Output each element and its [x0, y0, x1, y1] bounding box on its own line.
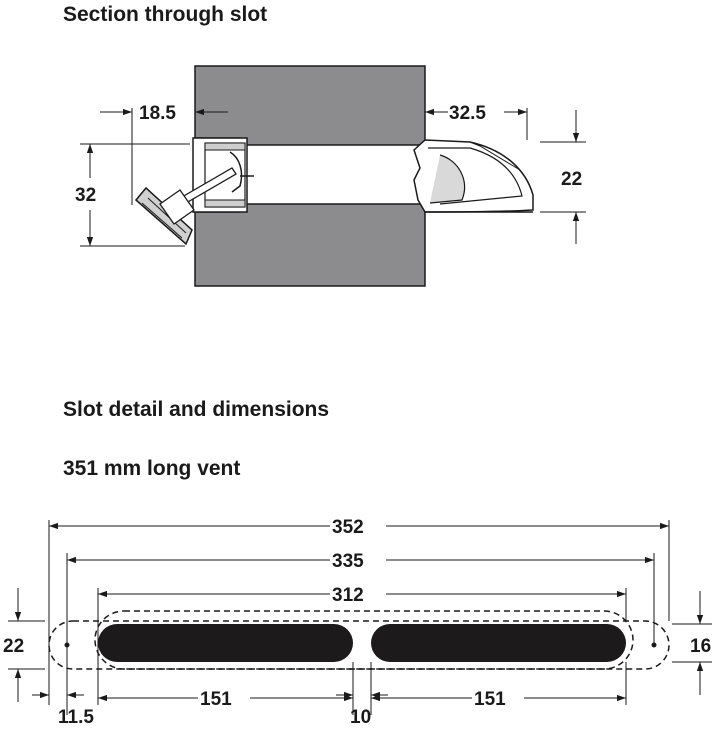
end-offset-label: 11.5 — [58, 707, 94, 728]
dim-overall-length: 352 — [49, 517, 669, 538]
slot-detail-heading: Slot detail and dimensions — [63, 398, 330, 421]
slot-right — [371, 624, 626, 662]
outer-projection-label: 32.5 — [449, 103, 486, 124]
slot-height-label: 16 — [690, 636, 711, 657]
wall-upper — [194, 65, 426, 146]
dim-gap: 10 — [336, 691, 388, 728]
cutout-length-label: 312 — [332, 585, 364, 606]
wall-lower — [194, 203, 426, 287]
dim-inner-height: 32 — [75, 143, 190, 247]
dim-slot-right: 151 — [371, 689, 626, 710]
section-drawing: 18.5 32.5 32 22 — [75, 65, 586, 287]
dim-slot-left: 151 — [98, 689, 353, 710]
dim-slot-height: 16 — [690, 591, 711, 695]
dim-outer-projection: 32.5 — [425, 103, 528, 140]
slot-drawing: 352 335 312 22 16 15 — [3, 517, 712, 728]
outer-hood — [413, 139, 534, 213]
slot-length-label: 335 — [332, 551, 364, 572]
dim-slot-length: 335 — [67, 551, 654, 572]
inner-projection-label: 18.5 — [139, 103, 176, 124]
dim-end-offset: 11.5 — [32, 691, 94, 728]
inner-height-label: 32 — [75, 185, 96, 206]
cutout-outline — [94, 610, 634, 670]
slot-left — [98, 624, 353, 662]
dim-overall-height: 22 — [3, 588, 24, 702]
slot-left-label: 151 — [200, 689, 232, 710]
inner-vent-unit — [134, 137, 254, 246]
dim-inner-projection: 18.5 — [100, 103, 228, 205]
overall-length-label: 352 — [332, 517, 364, 538]
gap-label: 10 — [350, 707, 371, 728]
dim-cutout-length: 312 — [98, 585, 626, 606]
overall-height-label: 22 — [3, 636, 24, 657]
dim-outer-height: 22 — [540, 110, 586, 244]
slot-right-label: 151 — [474, 689, 506, 710]
extension-lines — [8, 520, 712, 715]
outer-height-label: 22 — [561, 169, 582, 190]
vent-length-heading: 351 mm long vent — [63, 457, 241, 480]
section-heading: Section through slot — [63, 3, 268, 26]
